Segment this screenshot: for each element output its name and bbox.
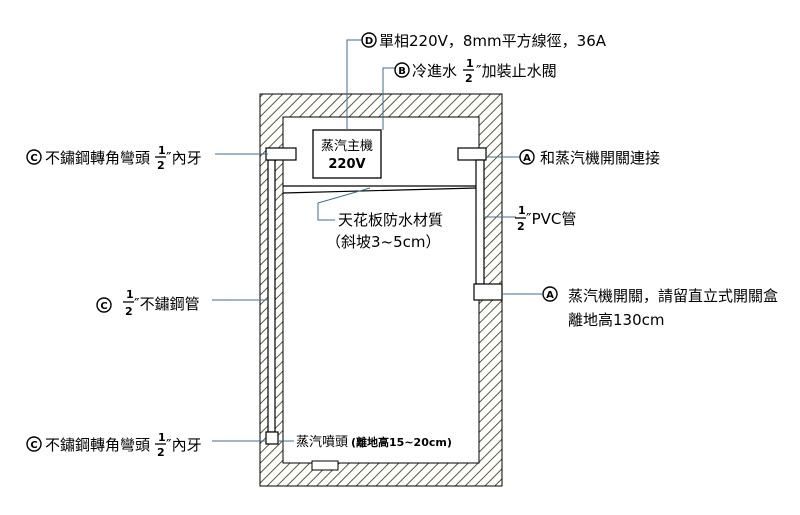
label-a-connect: A 和蒸汽機開關連接 xyxy=(519,149,660,167)
main-unit-label: 蒸汽主機 xyxy=(321,139,373,154)
label-c-pipe: C 1 2 ″不鏽鋼管 xyxy=(96,288,200,318)
svg-text:″PVC管: ″PVC管 xyxy=(526,210,576,228)
pvc-pipe xyxy=(457,147,503,301)
svg-text:″不鏽鋼管: ″不鏽鋼管 xyxy=(134,295,200,313)
svg-text:″內牙: ″內牙 xyxy=(166,436,202,454)
svg-text:蒸汽機開關，請留直立式開關盒: 蒸汽機開關，請留直立式開關盒 xyxy=(568,287,778,305)
marker-c-icon xyxy=(26,149,42,165)
svg-text:2: 2 xyxy=(465,72,473,85)
label-ceiling: 天花板防水材質 （斜坡3~5cm） xyxy=(326,211,443,251)
marker-b-icon xyxy=(394,62,410,78)
svg-text:不鏽鋼轉角彎頭: 不鏽鋼轉角彎頭 xyxy=(45,149,150,167)
svg-text:1: 1 xyxy=(158,144,166,157)
svg-text:天花板防水材質: 天花板防水材質 xyxy=(338,211,443,229)
svg-text:(離地高15~20cm): (離地高15~20cm) xyxy=(351,435,452,449)
marker-a-icon xyxy=(519,149,535,165)
svg-text:冷進水: 冷進水 xyxy=(412,62,457,80)
svg-text:離地高130cm: 離地高130cm xyxy=(568,311,665,329)
svg-text:B: B xyxy=(398,66,406,77)
svg-text:和蒸汽機開關連接: 和蒸汽機開關連接 xyxy=(540,149,660,167)
label-a-switch: A 蒸汽機開關，請留直立式開關盒 離地高130cm xyxy=(542,286,778,329)
svg-text:A: A xyxy=(546,290,554,301)
svg-text:1: 1 xyxy=(518,204,526,217)
svg-text:蒸汽噴頭: 蒸汽噴頭 xyxy=(296,435,348,450)
svg-text:（斜坡3~5cm）: （斜坡3~5cm） xyxy=(326,233,441,251)
svg-text:D: D xyxy=(365,36,373,47)
svg-text:2: 2 xyxy=(157,159,165,172)
room-wall xyxy=(259,93,503,487)
label-pvc: 1 2 ″PVC管 xyxy=(515,204,576,233)
svg-text:1: 1 xyxy=(126,288,134,301)
svg-text:1: 1 xyxy=(466,57,474,70)
svg-text:1: 1 xyxy=(158,431,166,444)
svg-text:″加裝止水閥: ″加裝止水閥 xyxy=(476,62,557,80)
svg-text:C: C xyxy=(100,301,107,312)
steam-main-unit xyxy=(312,129,382,179)
marker-a-icon xyxy=(542,286,558,302)
stainless-pipe xyxy=(265,147,297,445)
svg-text:″內牙: ″內牙 xyxy=(166,149,202,167)
svg-text:A: A xyxy=(523,153,531,164)
label-nozzle: 蒸汽噴頭 (離地高15~20cm) xyxy=(296,435,452,450)
label-b-cold-water: B 冷進水 1 2 ″加裝止水閥 xyxy=(394,57,557,85)
svg-text:2: 2 xyxy=(125,305,133,318)
main-unit-voltage: 220V xyxy=(328,157,365,172)
ceiling-waterproof xyxy=(282,185,478,194)
svg-text:C: C xyxy=(30,153,37,164)
svg-text:2: 2 xyxy=(517,220,525,233)
marker-c-icon xyxy=(26,436,42,452)
label-c-elbow-top: C 不鏽鋼轉角彎頭 1 2 ″內牙 xyxy=(26,144,202,172)
label-c-elbow-bottom: C 不鏽鋼轉角彎頭 1 2 ″內牙 xyxy=(26,431,202,459)
floor-drain xyxy=(311,460,339,471)
label-d-power: D 單相220V，8mm平方線徑，36A xyxy=(361,32,607,50)
svg-text:2: 2 xyxy=(157,446,165,459)
marker-d-icon xyxy=(361,32,377,48)
svg-text:單相220V，8mm平方線徑，36A: 單相220V，8mm平方線徑，36A xyxy=(379,32,607,50)
svg-text:不鏽鋼轉角彎頭: 不鏽鋼轉角彎頭 xyxy=(45,436,150,454)
marker-c-icon xyxy=(96,297,112,313)
svg-text:C: C xyxy=(30,440,37,451)
